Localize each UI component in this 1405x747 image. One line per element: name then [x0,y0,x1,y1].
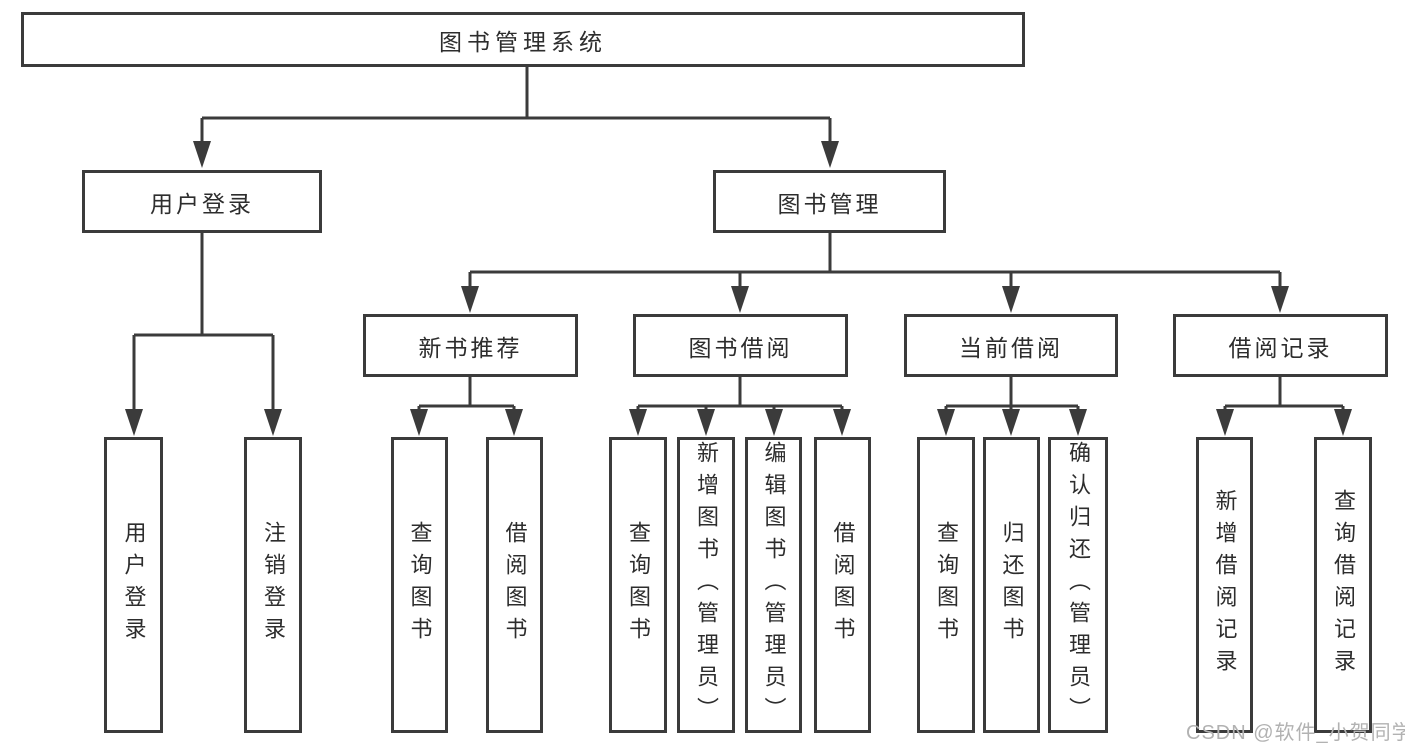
leaf-user-login: 用户登录 [104,437,163,733]
leaf-add-book-admin: 新增图书（管理员） [677,437,735,733]
node-label: 新书推荐 [418,334,523,361]
node-new-book-recommend: 新书推荐 [363,314,578,377]
node-library-management-system: 图书管理系统 [21,12,1025,67]
node-label: 借阅记录 [1228,334,1333,361]
node-label: 新增图书（管理员） [694,441,719,729]
leaf-edit-book-admin: 编辑图书（管理员） [745,437,802,733]
leaf-query-borrow-record: 查询借阅记录 [1314,437,1372,733]
node-label: 查询图书 [626,521,651,649]
node-book-management: 图书管理 [713,170,946,233]
leaf-borrow-book-recommend: 借阅图书 [486,437,543,733]
node-label: 图书借阅 [688,334,793,361]
leaf-add-borrow-record: 新增借阅记录 [1196,437,1253,733]
node-current-borrow: 当前借阅 [904,314,1118,377]
connector-arrowheads [125,141,1352,436]
node-label: 用户登录 [121,521,147,649]
node-label: 图书管理 [777,190,882,217]
node-label: 归还图书 [999,521,1025,649]
node-label: 新增借阅记录 [1212,489,1238,681]
leaf-logout-login: 注销登录 [244,437,302,733]
node-label: 编辑图书（管理员） [761,441,787,729]
node-label: 查询借阅记录 [1331,489,1356,681]
node-user-login: 用户登录 [82,170,322,233]
node-book-borrow: 图书借阅 [633,314,848,377]
leaf-query-book-current: 查询图书 [917,437,975,733]
leaf-query-book-borrow: 查询图书 [609,437,667,733]
watermark: CSDN @软件_小贺同学 [1186,722,1405,744]
node-label: 图书管理系统 [439,28,607,55]
node-label: 当前借阅 [959,334,1063,361]
node-label: 借阅图书 [830,521,856,649]
node-label: 确认归还（管理员） [1066,441,1091,729]
leaf-borrow-book: 借阅图书 [814,437,871,733]
node-label: 查询图书 [407,521,433,649]
node-label: 借阅图书 [502,521,528,649]
node-label: 注销登录 [261,521,286,649]
node-borrow-record: 借阅记录 [1173,314,1388,377]
leaf-query-book-recommend: 查询图书 [391,437,448,733]
leaf-return-book: 归还图书 [983,437,1040,733]
leaf-confirm-return-admin: 确认归还（管理员） [1048,437,1108,733]
node-label: 用户登录 [150,190,254,217]
node-label: 查询图书 [934,521,959,649]
